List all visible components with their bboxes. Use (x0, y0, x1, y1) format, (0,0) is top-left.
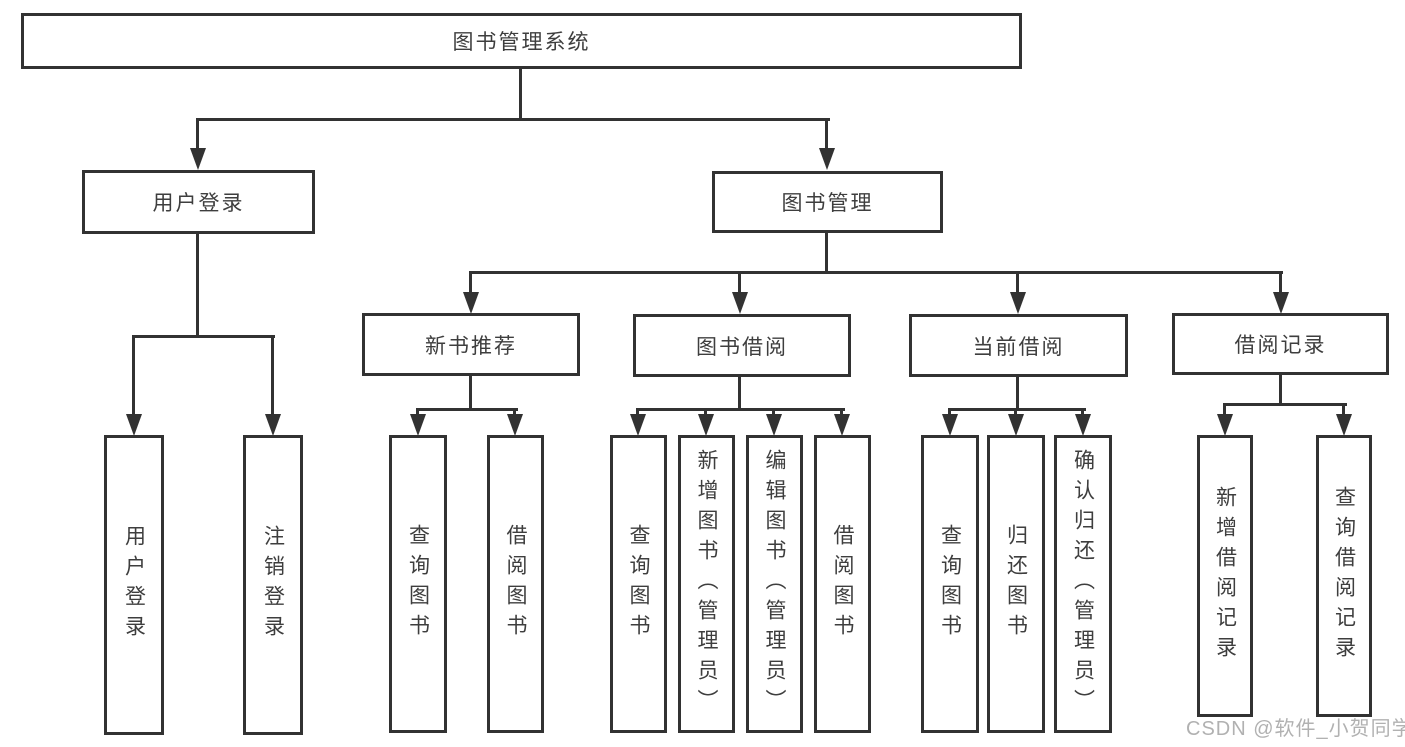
connector-borrow-query-shaft (636, 408, 639, 418)
node-current: 当前借阅 (909, 314, 1128, 377)
arrow-borrow-edit (766, 414, 782, 436)
node-borrow-edit: 编辑图书（管理员） (746, 435, 803, 733)
node-current-confirm: 确认归还（管理员） (1054, 435, 1112, 733)
connector-mgmt-drop (825, 232, 828, 274)
arrow-newbook-borrow (507, 414, 523, 436)
node-newbook: 新书推荐 (362, 313, 580, 376)
arrow-mgmt (819, 148, 835, 170)
node-borrow-label: 图书借阅 (696, 335, 788, 359)
arrow-login-user (126, 414, 142, 436)
connector-records-rail (1224, 403, 1347, 406)
connector-level3-rail (470, 271, 1283, 274)
connector-newbook-rail (417, 408, 518, 411)
connector-current-query-shaft (948, 408, 951, 418)
node-newbook-query-label: 查询图书 (406, 524, 430, 644)
connector-login-rail (132, 335, 275, 338)
node-login: 用户登录 (82, 170, 315, 234)
arrow-borrow-query (630, 414, 646, 436)
arrow-records (1273, 292, 1289, 314)
node-borrow-edit-label: 编辑图书（管理员） (763, 449, 786, 719)
connector-records-shaft (1279, 271, 1282, 294)
connector-borrow-rail (637, 408, 845, 411)
arrow-borrow (732, 292, 748, 314)
node-records-add: 新增借阅记录 (1197, 435, 1253, 717)
node-mgmt: 图书管理 (712, 171, 943, 233)
node-current-query: 查询图书 (921, 435, 979, 733)
connector-records-drop (1279, 374, 1282, 406)
connector-records-query-shaft (1342, 403, 1345, 416)
connector-current-confirm-shaft (1081, 408, 1084, 418)
connector-borrow-shaft (738, 271, 741, 294)
connector-current-shaft (1016, 271, 1019, 294)
node-mgmt-label: 图书管理 (781, 192, 874, 215)
node-records: 借阅记录 (1172, 313, 1389, 375)
node-login-logout-label: 注销登录 (261, 525, 285, 645)
connector-borrow-add-shaft (704, 408, 707, 418)
node-current-return: 归还图书 (987, 435, 1045, 733)
node-borrow-query-label: 查询图书 (627, 524, 650, 644)
node-current-query-label: 查询图书 (938, 524, 962, 644)
node-newbook-borrow: 借阅图书 (487, 435, 544, 733)
node-login-logout: 注销登录 (243, 435, 303, 735)
node-current-return-label: 归还图书 (1004, 524, 1028, 644)
arrow-records-add (1217, 414, 1233, 436)
node-current-label: 当前借阅 (972, 335, 1065, 359)
arrow-newbook (463, 292, 479, 314)
connector-mgmt-shaft (825, 118, 828, 150)
connector-newbook-query-shaft (416, 408, 419, 418)
node-borrow-add: 新增图书（管理员） (678, 435, 735, 733)
node-current-confirm-label: 确认归还（管理员） (1071, 449, 1095, 719)
node-login-user: 用户登录 (104, 435, 164, 735)
arrow-current-query (942, 414, 958, 436)
node-borrow-add-label: 新增图书（管理员） (695, 449, 718, 719)
connector-borrow-edit-shaft (772, 408, 775, 418)
csdn-watermark: CSDN @软件_小贺同学 (1186, 718, 1405, 740)
connector-current-return-shaft (1014, 408, 1017, 418)
arrow-login (190, 148, 206, 170)
connector-borrow-borrow-shaft (840, 408, 843, 418)
connector-login-user-shaft (132, 335, 135, 416)
node-root: 图书管理系统 (21, 13, 1022, 69)
node-newbook-label: 新书推荐 (425, 334, 517, 358)
connector-login-logout-shaft (271, 335, 274, 416)
connector-current-drop (1016, 376, 1019, 411)
arrow-login-logout (265, 414, 281, 436)
connector-current-rail (949, 408, 1086, 411)
connector-records-add-shaft (1223, 403, 1226, 416)
arrow-current (1010, 292, 1026, 314)
node-borrow-borrow: 借阅图书 (814, 435, 871, 733)
node-records-query-label: 查询借阅记录 (1332, 486, 1356, 666)
node-login-label: 用户登录 (152, 192, 245, 215)
arrow-current-return (1008, 414, 1024, 436)
node-login-user-label: 用户登录 (122, 525, 146, 645)
connector-borrow-drop (738, 376, 741, 411)
connector-newbook-shaft (469, 271, 472, 294)
node-newbook-query: 查询图书 (389, 435, 447, 733)
node-borrow-borrow-label: 借阅图书 (831, 524, 854, 644)
node-root-label: 图书管理系统 (452, 31, 591, 54)
connector-login-shaft (196, 118, 199, 150)
connector-newbook-borrow-shaft (513, 408, 516, 418)
arrow-newbook-query (410, 414, 426, 436)
node-records-label: 借阅记录 (1234, 334, 1327, 357)
connector-login-drop (196, 233, 199, 338)
node-records-add-label: 新增借阅记录 (1213, 486, 1237, 666)
arrow-borrow-borrow (834, 414, 850, 436)
connector-level2-rail (197, 118, 830, 121)
arrow-borrow-add (698, 414, 714, 436)
arrow-records-query (1336, 414, 1352, 436)
node-newbook-borrow-label: 借阅图书 (504, 524, 527, 644)
node-borrow: 图书借阅 (633, 314, 851, 377)
connector-newbook-drop (469, 375, 472, 411)
node-borrow-query: 查询图书 (610, 435, 667, 733)
arrow-current-confirm (1075, 414, 1091, 436)
node-records-query: 查询借阅记录 (1316, 435, 1372, 717)
connector-root-drop (519, 68, 522, 121)
